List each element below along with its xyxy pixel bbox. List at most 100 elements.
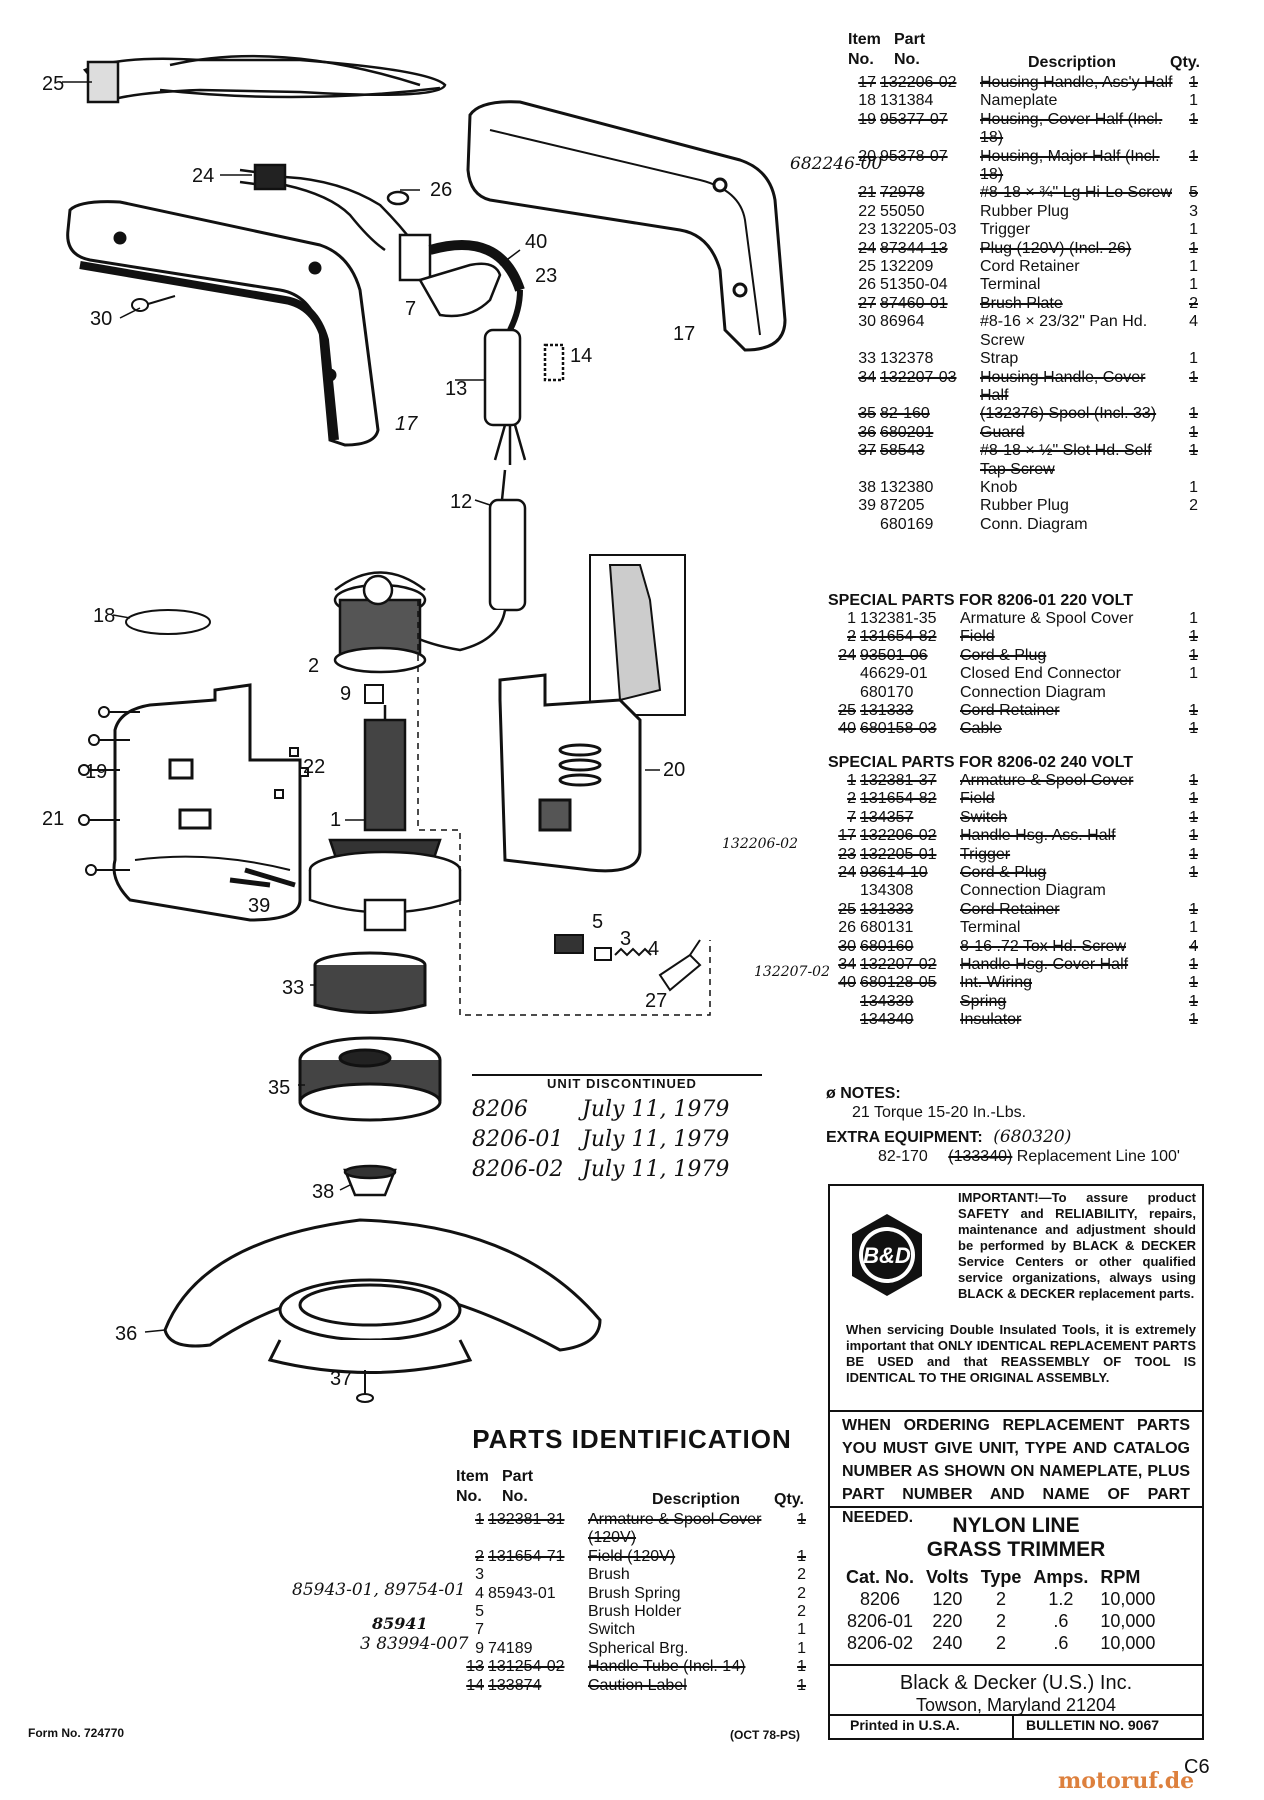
callout-22: 22 (303, 756, 325, 778)
cell-item: 5 (475, 1603, 484, 1621)
callout-17a: 17 (673, 323, 695, 345)
cell-item: 20 (858, 147, 876, 165)
callout-24: 24 (192, 165, 214, 187)
cell-part (486, 1603, 586, 1621)
product-cell: 220 (932, 1611, 963, 1631)
cell-item: 1 (847, 772, 856, 789)
cell-desc: Brush Holder (588, 1603, 682, 1621)
cell-qty: 1 (1189, 628, 1198, 646)
bd-logo-text: B&D (863, 1243, 911, 1268)
col-part-no: Part No. (894, 31, 926, 68)
cell-item: 19 (858, 110, 876, 128)
cell-item: 26 (838, 919, 856, 937)
cell-part: 131654-71 (488, 1547, 565, 1565)
cell-part: 46629-01 (860, 665, 928, 683)
cell-part: 132378 (880, 350, 934, 368)
cell-item (828, 665, 858, 683)
cell-item: 1 (475, 1511, 484, 1528)
callout-17b: 17 (395, 413, 418, 435)
cell-item (828, 882, 858, 900)
cell-qty: 1 (1189, 772, 1198, 789)
cell-item: 23 (838, 845, 856, 863)
notes-title: ø NOTES: (826, 1085, 901, 1102)
cell-part: 131333 (860, 702, 914, 720)
handwritten-brush-parts: 85943-01, 89754-01 (292, 1580, 466, 1600)
cell-desc: Housing, Cover Half (Incl. 18) (980, 110, 1163, 147)
parts-id-title: PARTS IDENTIFICATION (472, 1424, 792, 1454)
company-address: Towson, Maryland 21204 (915, 1695, 1117, 1715)
cell-qty: 1 (1189, 702, 1198, 720)
cell-part: 134339 (860, 992, 914, 1010)
cell-desc: #8-16 × 23/32" Pan Hd. Screw (980, 313, 1148, 349)
part-switch-trigger (398, 233, 525, 332)
cell-desc: Trigger (960, 845, 1011, 863)
cell-qty: 1 (1189, 276, 1198, 294)
callout-20: 20 (663, 759, 685, 781)
product-cell: .6 (1053, 1611, 1069, 1631)
cell-qty: 3 (1189, 202, 1198, 220)
note-21: 21 Torque 15-20 In.-Lbs. (852, 1104, 1027, 1121)
callout-21: 21 (42, 808, 64, 830)
cell-qty: 1 (1189, 92, 1198, 110)
cell-desc: Rubber Plug (980, 497, 1069, 515)
cell-part: 133874 (488, 1676, 542, 1694)
cell-item: 3 (475, 1566, 484, 1584)
cell-desc: #8-18 × ½" Slot Hd. Self Tap Screw (980, 442, 1152, 478)
callout-39: 39 (248, 895, 270, 917)
cell-desc: Brush (588, 1566, 630, 1584)
part-screw-37 (356, 1370, 374, 1403)
cell-part: 51350-04 (880, 276, 948, 294)
callout-13: 13 (445, 378, 467, 400)
part-armature (308, 705, 462, 932)
part-cord-retainer (82, 54, 447, 104)
cell-part: 131654-82 (860, 628, 937, 646)
cell-qty: 2 (1189, 497, 1198, 515)
cell-item: 34 (838, 956, 856, 974)
handwritten-132206-02: 132206-02 (722, 836, 798, 852)
callout-23: 23 (535, 265, 557, 287)
cell-part: 131654-82 (860, 790, 937, 808)
cell-item: 30 (858, 313, 876, 331)
cell-desc: Brush Spring (588, 1584, 681, 1602)
extra-equipment-handwritten: (680320) (993, 1127, 1072, 1147)
cell-item: 2 (847, 790, 856, 808)
cell-qty: 1 (1189, 845, 1198, 863)
printed-box: Printed in U.S.A. BULLETIN NO. 9067 (828, 1714, 1204, 1740)
cell-desc: Switch (960, 808, 1008, 826)
cell-part (486, 1621, 586, 1639)
discontinued-date: July 11, 1979 (582, 1157, 730, 1182)
part-spool (298, 1036, 442, 1122)
cell-desc: Switch (588, 1621, 636, 1639)
cell-part: 132207-03 (880, 368, 957, 386)
callout-numbers: 25 24 26 40 23 7 30 14 13 17 17 12 18 2 … (42, 73, 695, 1390)
part-housing-major-assembled (498, 673, 642, 873)
callout-38: 38 (312, 1181, 334, 1203)
cell-qty: 2 (797, 1584, 806, 1602)
cell-desc: Trigger (980, 221, 1031, 239)
cell-item: 25 (858, 258, 876, 276)
cell-item: 2 (475, 1547, 484, 1565)
callout-12: 12 (450, 491, 472, 513)
handwritten-switch: 3 83994-007 (360, 1634, 469, 1654)
cell-part: 58543 (880, 442, 925, 460)
cell-qty: 4 (1189, 937, 1198, 955)
cell-desc: Rubber Plug (980, 202, 1069, 220)
special-240-title: SPECIAL PARTS FOR 8206-02 240 VOLT (828, 754, 1133, 771)
cell-qty: 1 (797, 1511, 806, 1528)
